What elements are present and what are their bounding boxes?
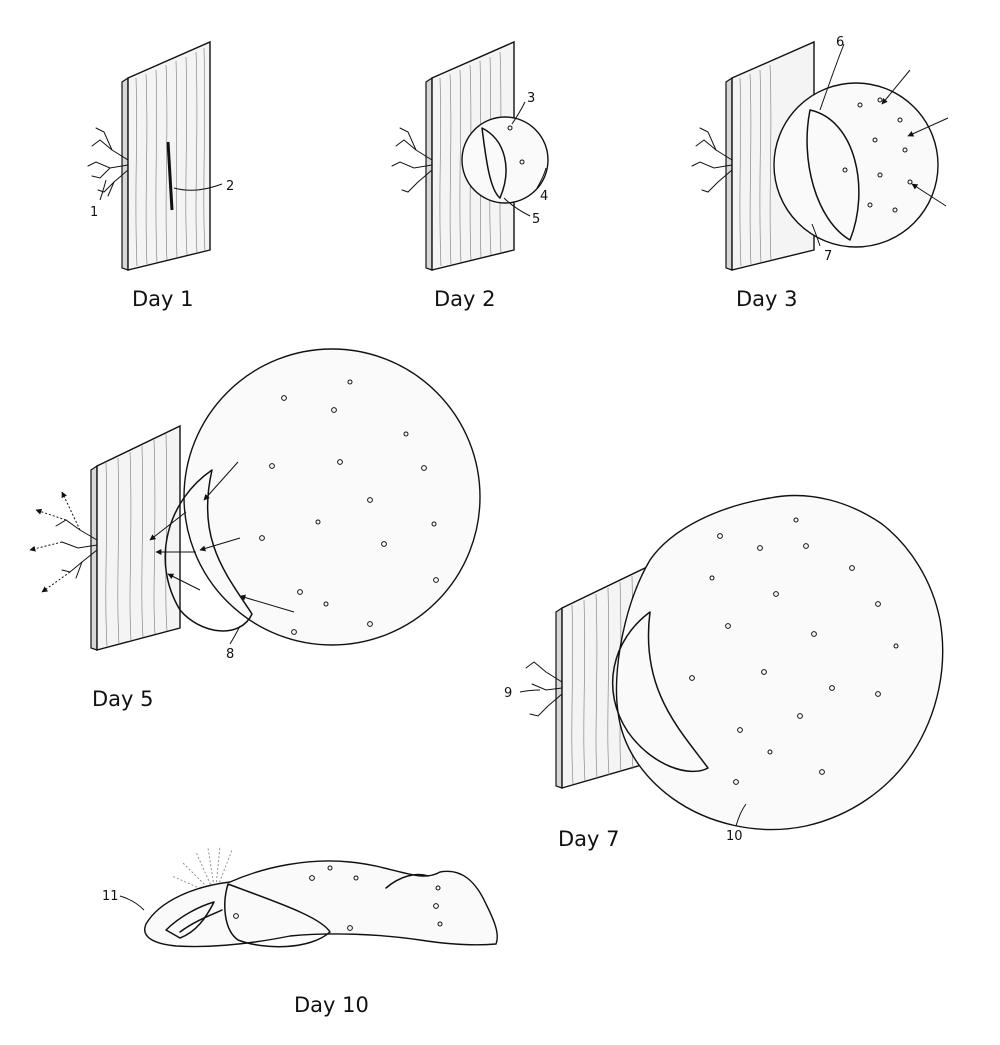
leader-4: [536, 167, 547, 189]
light-rays: [171, 845, 233, 893]
stage-day-10: 11 Day 10: [102, 845, 498, 1017]
leader-10: [735, 803, 747, 827]
day-label-5: Day 5: [92, 687, 154, 711]
spore-dots: [259, 379, 439, 635]
root-hyphae: [55, 519, 98, 579]
spore-dots: [842, 97, 913, 213]
mycelium-disc: [183, 348, 481, 646]
wood-panel: [121, 40, 211, 271]
curl-mark: [385, 873, 429, 889]
leader-1: [99, 179, 107, 201]
growth-arrow: [911, 183, 947, 207]
inward-arrows: [149, 461, 295, 613]
day-label-2: Day 2: [434, 287, 496, 311]
emerging-fold: [179, 909, 223, 933]
day-label-10: Day 10: [294, 993, 369, 1017]
root-hyphae: [87, 127, 129, 197]
emerging-fold: [165, 901, 215, 939]
leader-6: [819, 43, 845, 111]
leader-5: [503, 197, 531, 217]
leader-8: [229, 625, 241, 645]
ref-numeral-7: 7: [824, 249, 832, 264]
incision: [166, 141, 174, 211]
pocket-fold: [806, 109, 860, 241]
leader-2: [173, 183, 223, 191]
growth-arrow: [907, 117, 949, 137]
ref-numeral-4: 4: [540, 189, 548, 204]
pocket-fold: [164, 469, 253, 632]
growth-arrow: [881, 69, 911, 105]
stage-day-2: 3 4 5 Day 2: [391, 40, 549, 311]
spore-dot: [507, 125, 513, 131]
wood-panel: [90, 424, 181, 651]
day-label-3: Day 3: [736, 287, 798, 311]
root-hyphae: [391, 127, 433, 193]
ref-numeral-11: 11: [102, 889, 119, 904]
leader-9: [519, 689, 541, 693]
ref-numeral-2: 2: [226, 179, 234, 194]
stage-day-7: 9 10 Day 7: [504, 494, 944, 851]
root-hyphae: [691, 127, 733, 193]
leader-7: [811, 223, 821, 247]
hyphae-spread-arrows: [29, 491, 81, 593]
ref-numeral-6: 6: [836, 35, 844, 50]
spore-dot: [519, 159, 525, 165]
day-label-7: Day 7: [558, 827, 620, 851]
leader-11: [119, 895, 145, 911]
ref-numeral-3: 3: [527, 91, 535, 106]
ref-numeral-9: 9: [504, 686, 512, 701]
ref-numeral-10: 10: [726, 829, 743, 844]
ref-numeral-8: 8: [226, 647, 234, 662]
mycelium-disc: [615, 494, 944, 831]
spore-dots: [233, 865, 443, 931]
root-hyphae: [525, 661, 563, 717]
pocket-fold: [481, 127, 507, 199]
stage-day-1: 1 2 Day 1: [87, 40, 234, 311]
day-label-1: Day 1: [132, 287, 194, 311]
pocket-fold: [224, 883, 331, 948]
pocket-fold: [611, 611, 709, 773]
leader-3: [511, 101, 526, 125]
ref-numeral-1: 1: [90, 205, 98, 220]
stage-day-5: 8 Day 5: [29, 348, 481, 711]
spore-dots: [689, 517, 899, 785]
ref-numeral-5: 5: [532, 212, 540, 227]
stage-day-3: 6 7 Day 3: [691, 35, 949, 311]
flattened-mycelium: [144, 860, 498, 948]
